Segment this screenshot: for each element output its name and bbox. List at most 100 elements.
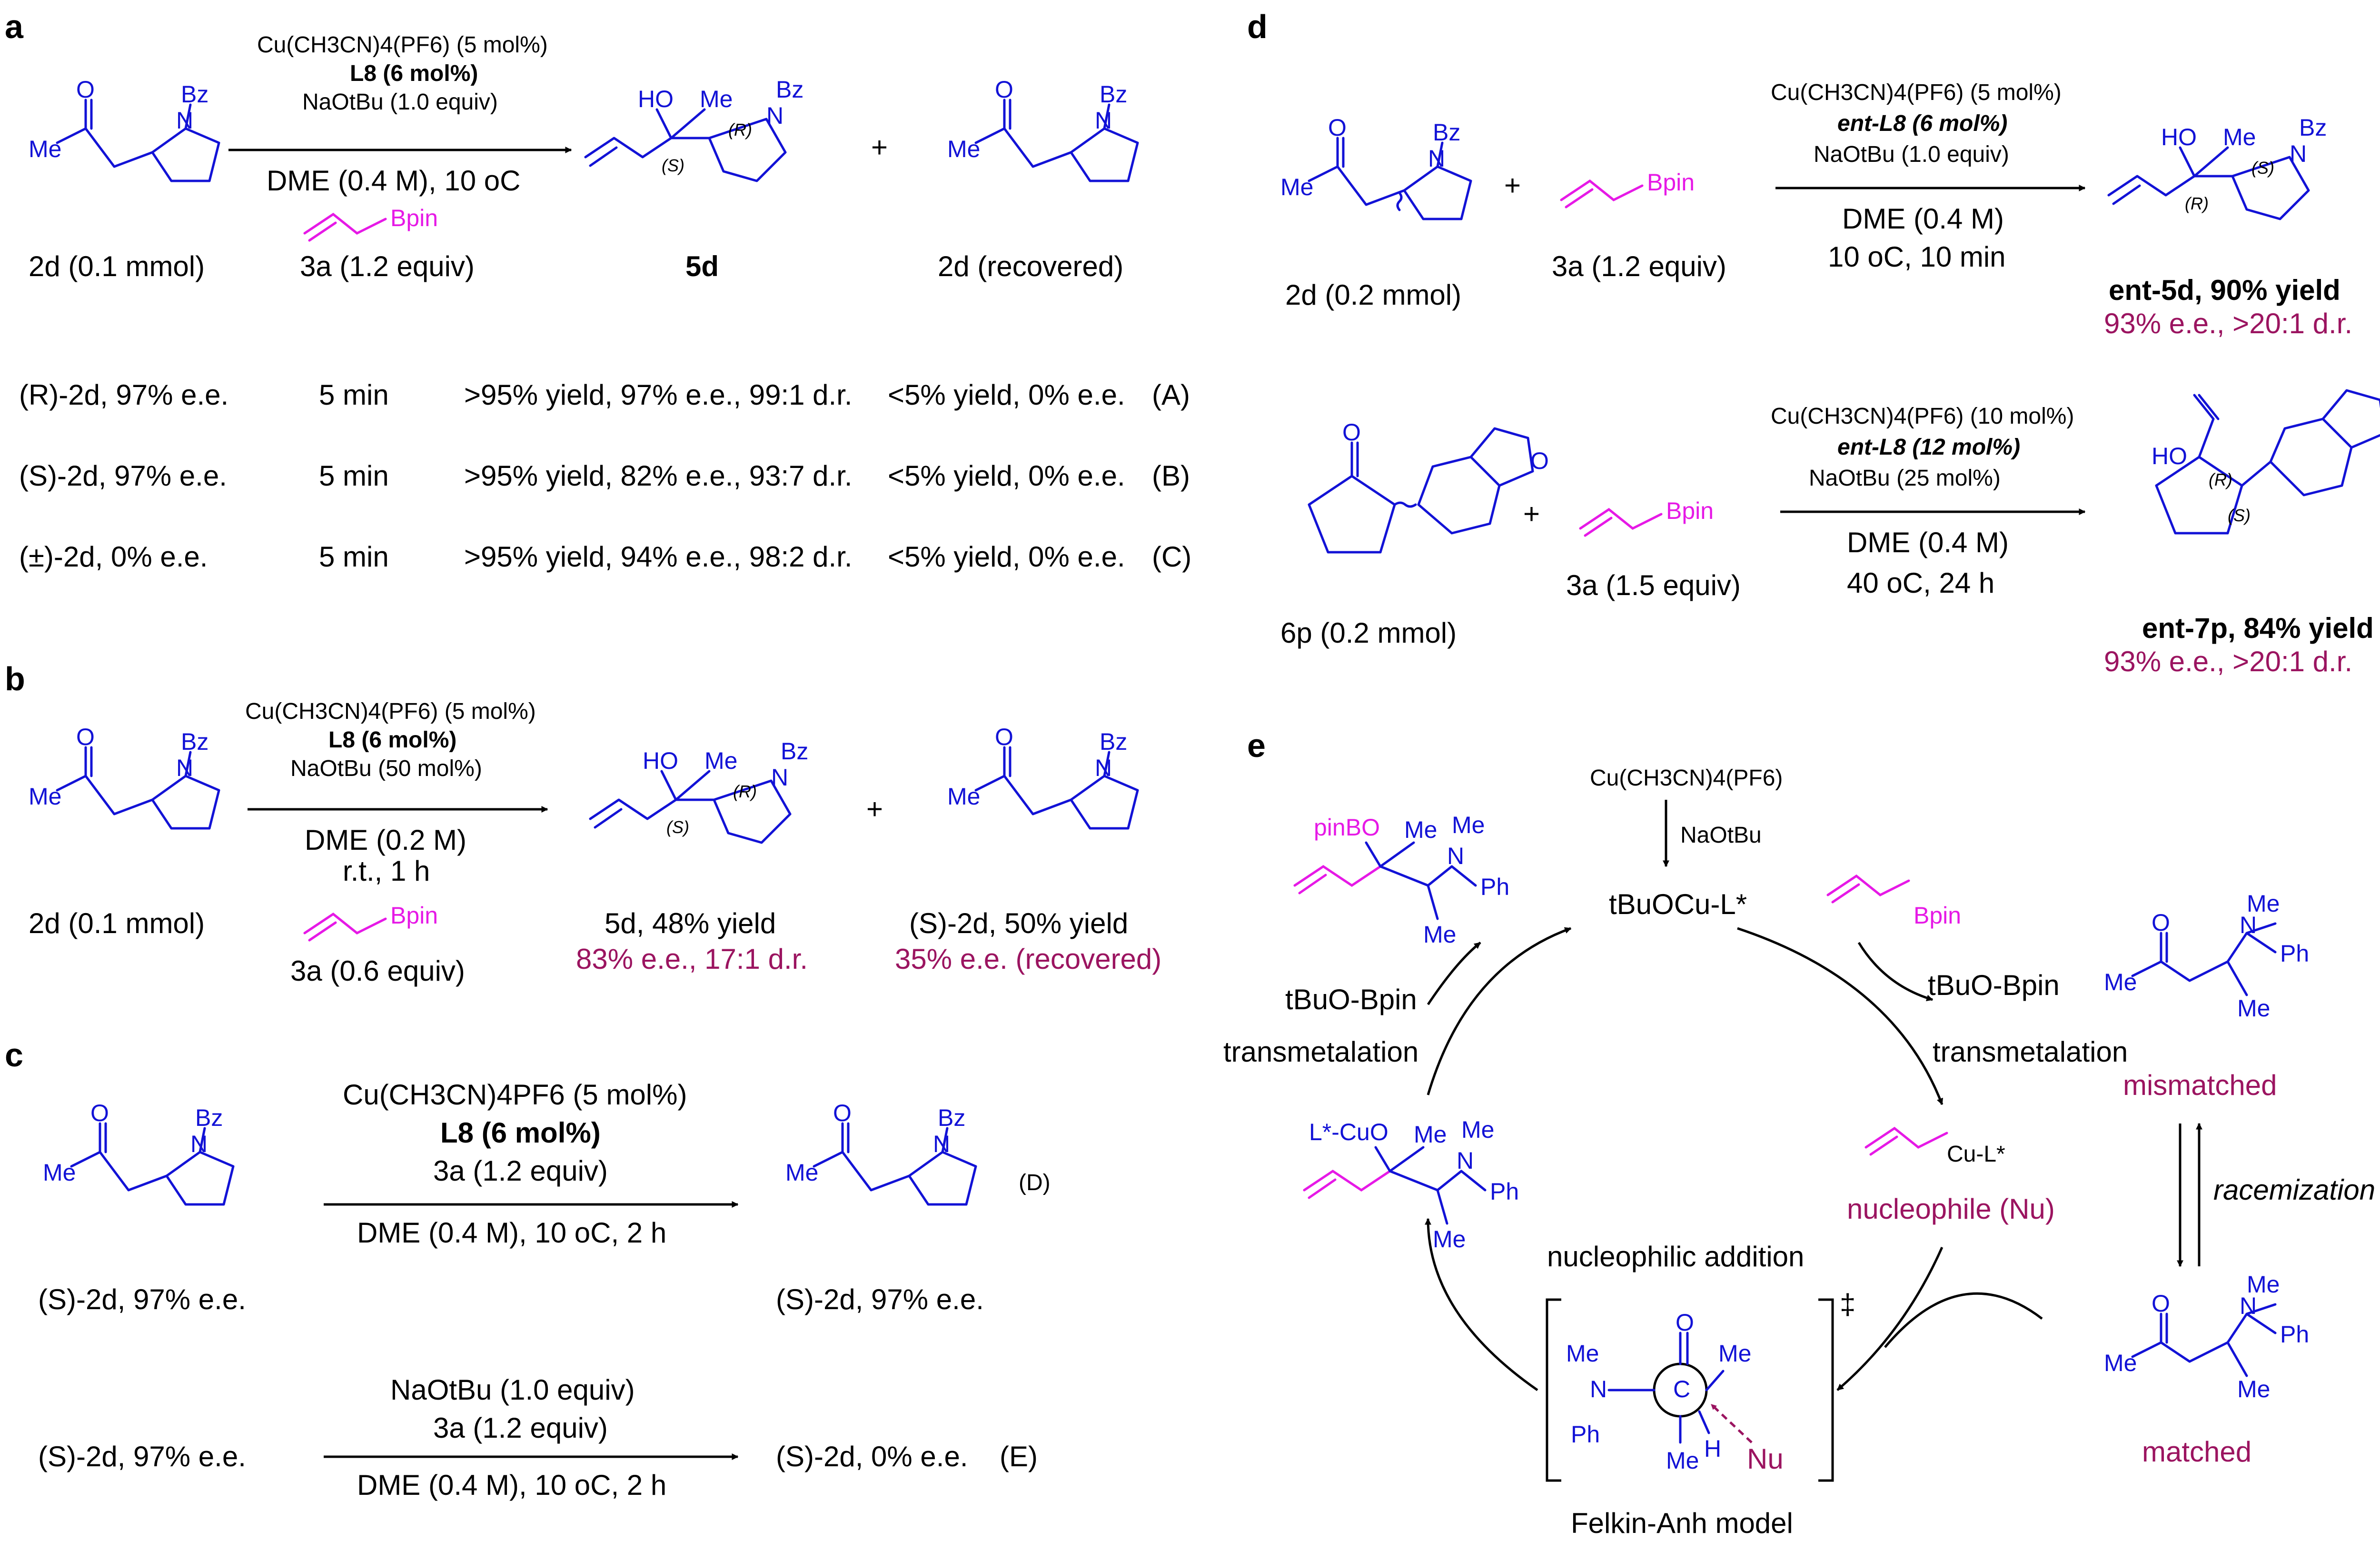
compound-s2d-b: O Me N Bz xyxy=(947,724,1139,830)
svg-text:Bpin: Bpin xyxy=(1647,169,1695,196)
panel-c-label: c xyxy=(5,1036,23,1074)
svg-text:O: O xyxy=(1342,419,1361,446)
compound-2d-b: O Me N Bz xyxy=(29,724,220,830)
svg-text:(R): (R) xyxy=(733,782,757,801)
cond-d2-3: NaOtBu (25 mol%) xyxy=(1809,466,2001,491)
byproduct-arrow-right xyxy=(1857,942,1934,1002)
svg-text:N: N xyxy=(2290,140,2307,167)
svg-text:Ph: Ph xyxy=(1490,1178,1519,1205)
catalyst-label: Cu(CH3CN)4(PF6) xyxy=(1590,766,1783,791)
svg-text:N: N xyxy=(176,107,193,134)
table-rows-a: (R)-2d, 97% e.e. 5 min >95% yield, 97% e… xyxy=(19,379,1191,573)
svg-text:Me: Me xyxy=(2104,1350,2137,1376)
svg-text:O: O xyxy=(76,76,95,103)
recovered-ee-b: 35% e.e. (recovered) xyxy=(895,943,1161,975)
svg-text:Me: Me xyxy=(29,136,61,162)
nucleophile-label: nucleophile (Nu) xyxy=(1847,1193,2055,1225)
svg-text:Bpin: Bpin xyxy=(390,902,438,929)
cycle-arrow-2 xyxy=(1836,1246,1944,1391)
svg-text:H: H xyxy=(1704,1435,1721,1462)
recovered-label-a: 2d (recovered) xyxy=(938,250,1123,282)
row-a-tag: (A) xyxy=(1152,379,1190,411)
tag-c-d: (D) xyxy=(1019,1170,1051,1195)
start-label-a: 2d (0.1 mmol) xyxy=(29,250,205,282)
row-b-tag: (B) xyxy=(1152,460,1190,492)
svg-text:N: N xyxy=(1447,843,1464,869)
reagent-d2: 3a (1.5 equiv) xyxy=(1566,569,1741,601)
mismatched-structure: O Me N Me Ph Me xyxy=(2104,890,2309,1022)
cond-c-e2: 3a (1.2 equiv) xyxy=(433,1412,608,1444)
svg-text:N: N xyxy=(1095,755,1112,781)
product-ee-d1: 93% e.e., >20:1 d.r. xyxy=(2104,308,2352,339)
cond-d1-2: ent-L8 (6 mol%) xyxy=(1837,111,2007,136)
product-ent7p: HO O (R) (S) xyxy=(2152,389,2380,535)
row-c-tag: (C) xyxy=(1152,541,1191,573)
product-label-d1: ent-5d, 90% yield xyxy=(2109,274,2340,306)
svg-text:HO: HO xyxy=(2161,124,2197,150)
svg-text:(R): (R) xyxy=(2209,470,2232,489)
svg-text:N: N xyxy=(2240,912,2257,938)
svg-text:Bz: Bz xyxy=(1100,81,1127,108)
svg-text:Cu-L*: Cu-L* xyxy=(1947,1142,2005,1167)
allyl-bpin-b: Bpin xyxy=(303,902,438,942)
product-label-b: 5d, 48% yield xyxy=(605,907,776,939)
svg-text:N: N xyxy=(2240,1292,2257,1319)
svg-text:Ph: Ph xyxy=(2280,1321,2309,1348)
svg-text:Ph: Ph xyxy=(1571,1421,1600,1448)
felkin-anh-label: Felkin-Anh model xyxy=(1571,1507,1793,1539)
svg-text:Bz: Bz xyxy=(181,81,208,108)
svg-text:Me: Me xyxy=(2223,124,2256,150)
allyl-cu: Cu-L* xyxy=(1864,1126,2005,1167)
svg-text:O: O xyxy=(1530,447,1549,474)
product-label-a: 5d xyxy=(685,250,719,282)
svg-text:Nu: Nu xyxy=(1747,1443,1784,1475)
cond-a-1: Cu(CH3CN)4(PF6) (5 mol%) xyxy=(257,32,548,58)
cond-c-d2: L8 (6 mol%) xyxy=(440,1117,601,1149)
cond-b-1: Cu(CH3CN)4(PF6) (5 mol%) xyxy=(245,699,536,724)
svg-text:Bz: Bz xyxy=(938,1104,965,1131)
cu-alkoxide-intermediate: L*-CuO Me N Me Ph Me xyxy=(1303,1116,1519,1253)
start-label-b: 2d (0.1 mmol) xyxy=(29,907,205,939)
row-b-rec: <5% yield, 0% e.e. xyxy=(888,460,1125,492)
cond-d2-4: DME (0.4 M) xyxy=(1847,527,2009,558)
mismatched-label: mismatched xyxy=(2123,1069,2277,1101)
svg-text:N: N xyxy=(1457,1147,1474,1174)
svg-text:Bpin: Bpin xyxy=(1666,497,1714,524)
product-ent5d: HO Me N Bz (R) (S) xyxy=(2107,114,2327,220)
start-label-d1: 2d (0.2 mmol) xyxy=(1285,279,1461,311)
svg-text:O: O xyxy=(2152,909,2170,936)
svg-text:Ph: Ph xyxy=(1480,874,1509,900)
allyl-bpin-e: Bpin xyxy=(1826,874,1961,929)
cond-b-4: DME (0.2 M) xyxy=(305,824,466,856)
cond-d1-4: DME (0.4 M) xyxy=(1842,203,2004,235)
svg-text:N: N xyxy=(1095,107,1112,134)
svg-text:Bz: Bz xyxy=(2299,114,2327,141)
cond-d2-2: ent-L8 (12 mol%) xyxy=(1837,435,2020,460)
row-c-time: 5 min xyxy=(319,541,389,573)
svg-text:Bz: Bz xyxy=(195,1104,223,1131)
svg-text:Me: Me xyxy=(700,86,733,112)
svg-text:O: O xyxy=(995,724,1013,750)
cond-c-e1: NaOtBu (1.0 equiv) xyxy=(390,1374,635,1406)
cond-a-4: DME (0.4 M), 10 oC xyxy=(267,165,520,197)
allyl-bpin-d2: Bpin xyxy=(1579,497,1714,537)
svg-text:Me: Me xyxy=(29,783,61,810)
svg-text:O: O xyxy=(1328,114,1347,141)
svg-text:Ph: Ph xyxy=(2280,940,2309,967)
plus-d1: + xyxy=(1504,169,1521,201)
svg-text:O: O xyxy=(995,76,1013,103)
svg-text:Me: Me xyxy=(1433,1226,1466,1253)
compound-2d-recovered-a: O Me N Bz xyxy=(947,76,1139,182)
svg-text:Bpin: Bpin xyxy=(1914,902,1961,929)
start-label-c-e: (S)-2d, 97% e.e. xyxy=(38,1441,246,1472)
cond-c-d4: DME (0.4 M), 10 oC, 2 h xyxy=(357,1217,666,1249)
svg-text:N: N xyxy=(933,1131,950,1157)
svg-text:(S): (S) xyxy=(666,817,689,837)
cond-a-2: L8 (6 mol%) xyxy=(350,61,478,86)
byproduct-left: tBuO-Bpin xyxy=(1285,984,1417,1015)
svg-text:Bpin: Bpin xyxy=(390,205,438,231)
panel-e-label: e xyxy=(1247,727,1266,764)
cond-c-e3: DME (0.4 M), 10 oC, 2 h xyxy=(357,1469,666,1501)
cycle-arrow-1 xyxy=(1737,927,1944,1105)
